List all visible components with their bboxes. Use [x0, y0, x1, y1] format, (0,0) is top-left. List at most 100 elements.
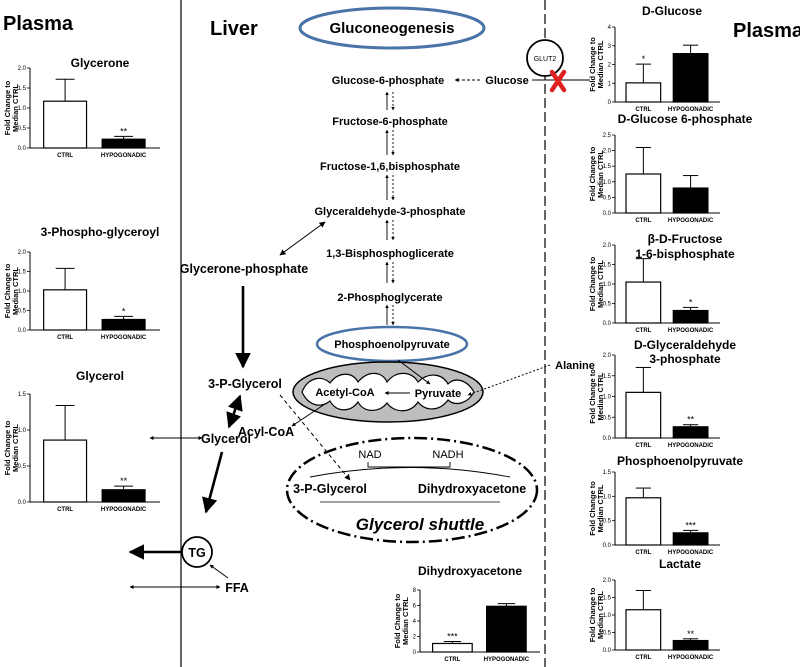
- bar-ctrl: [625, 281, 662, 324]
- y-tick-label: 0.5: [603, 195, 612, 201]
- pyruvate-label: Pyruvate: [415, 388, 461, 400]
- glucose-label: Glucose: [485, 75, 528, 87]
- bar-ctrl: [43, 289, 88, 331]
- y-tick-label: 2.0: [603, 578, 612, 584]
- y-tick-label: 2: [608, 63, 612, 69]
- x-tick-label: HYPOGONADIC: [101, 153, 147, 159]
- y-axis-label-line2: Median CTRL: [596, 484, 605, 532]
- bar-hypogonadic: [101, 138, 146, 149]
- bar-hypogonadic: [672, 187, 709, 214]
- y-tick-label: 1.5: [18, 392, 27, 398]
- bar-ctrl: [432, 642, 473, 653]
- x-tick-label: CTRL: [635, 328, 651, 334]
- y-tick-label: 0.5: [18, 464, 27, 470]
- y-tick-label: 2.5: [603, 133, 612, 139]
- significance-marker: ***: [447, 632, 458, 642]
- y-axis-label-line2: Median CTRL: [11, 424, 20, 472]
- shuttle-3-p-glycerol-label: 3-P-Glycerol: [293, 482, 367, 496]
- tg-circle: [181, 536, 213, 568]
- y-axis-label-line2: Median CTRL: [11, 84, 20, 132]
- y-tick-label: 0.0: [18, 500, 27, 506]
- x-tick-label: CTRL: [635, 550, 651, 556]
- bar-ctrl: [625, 497, 662, 546]
- y-tick-label: 0.5: [18, 309, 27, 315]
- bar-ctrl: [625, 82, 662, 103]
- y-axis-label: Fold Change toMedian CTRL: [588, 256, 605, 311]
- bar-ctrl: [625, 173, 662, 214]
- y-tick-label: 1.5: [603, 596, 612, 602]
- x-tick-label: CTRL: [57, 507, 73, 513]
- x-tick-label: CTRL: [635, 655, 651, 661]
- chart-title: Phosphoenolpyruvate: [617, 454, 743, 468]
- y-tick-label: 1.0: [18, 289, 27, 295]
- bar-hypogonadic: [486, 605, 527, 653]
- y-tick-label: 1.5: [18, 86, 27, 92]
- x-tick-label: CTRL: [635, 218, 651, 224]
- y-tick-label: 1: [608, 81, 612, 87]
- y-tick-label: 0: [413, 650, 417, 656]
- y-axis-label-line1: Fold Change to: [588, 481, 597, 536]
- fructose-6-phosphate-label: Fructose-6-phosphate: [332, 116, 448, 128]
- nadh-label: NADH: [432, 449, 463, 461]
- bar-ctrl: [625, 609, 662, 651]
- y-axis-label-line2: Median CTRL: [596, 372, 605, 420]
- y-tick-label: 4: [413, 619, 417, 625]
- y-tick-label: 0.0: [603, 436, 612, 442]
- gluconeogenesis-ellipse: [298, 6, 486, 50]
- significance-marker: **: [687, 415, 695, 425]
- 2-phosphoglycerate-label: 2-Phosphoglycerate: [337, 292, 442, 304]
- x-tick-label: CTRL: [635, 107, 651, 113]
- y-axis-label-line1: Fold Change to: [393, 593, 402, 648]
- y-tick-label: 8: [413, 588, 417, 594]
- y-tick-label: 1.0: [18, 428, 27, 434]
- acetylcoa-to-acylcoa-arrow: [291, 403, 326, 427]
- chart-title: D-Glyceraldehyde: [634, 338, 736, 352]
- ffa-label: FFA: [225, 581, 249, 595]
- glut2-label: GLUT2: [534, 56, 557, 63]
- y-axis-label: Fold Change toMedian CTRL: [3, 80, 20, 135]
- x-tick-label: HYPOGONADIC: [101, 507, 147, 513]
- y-tick-label: 1.5: [18, 270, 27, 276]
- glut2-blocked-icon: [549, 69, 567, 93]
- y-axis-label-line1: Fold Change to: [588, 369, 597, 424]
- phosphoenolpyruvate-ellipse: [315, 325, 469, 363]
- bar-hypogonadic: [672, 532, 709, 546]
- glut2-transporter-icon: [526, 39, 564, 77]
- y-axis-label: Fold Change toMedian CTRL: [3, 263, 20, 318]
- acyl-coa-label: Acyl-CoA: [238, 425, 294, 439]
- x-tick-label: HYPOGONADIC: [668, 443, 714, 449]
- y-axis-label-line1: Fold Change to: [588, 37, 597, 92]
- y-tick-label: 2.0: [603, 243, 612, 249]
- glycerol-to-tg-arrow: [202, 451, 224, 514]
- bar-ctrl: [43, 439, 88, 503]
- tg-label: TG: [188, 546, 205, 560]
- glucose-6-phosphate-label: Glucose-6-phosphate: [332, 75, 444, 87]
- x-tick-label: CTRL: [57, 153, 73, 159]
- y-tick-label: 0.5: [603, 519, 612, 525]
- x-tick-label: CTRL: [635, 443, 651, 449]
- bar-hypogonadic: [672, 309, 709, 324]
- y-tick-label: 0.0: [18, 328, 27, 334]
- glycerone-phosphate-label: Glycerone-phosphate: [180, 262, 309, 276]
- y-tick-label: 2.0: [18, 66, 27, 72]
- y-axis-label: Fold Change toMedian CTRL: [588, 146, 605, 201]
- significance-marker: **: [687, 629, 695, 639]
- y-axis-label: Fold Change toMedian CTRL: [588, 587, 605, 642]
- y-tick-label: 2: [413, 635, 417, 641]
- 3pglycerol-to-glycerol-arrow: [226, 394, 243, 429]
- y-axis-label-line1: Fold Change to: [3, 263, 12, 318]
- y-tick-label: 6: [413, 604, 417, 610]
- section-plasma-right: Plasma: [733, 20, 800, 42]
- x-tick-label: CTRL: [57, 335, 73, 341]
- x-tick-label: CTRL: [444, 657, 460, 663]
- glyceraldehyde-3-phosphate-label: Glyceraldehyde-3-phosphate: [315, 206, 466, 218]
- y-tick-label: 2.0: [603, 149, 612, 155]
- y-tick-label: 0: [608, 100, 612, 106]
- y-tick-label: 0.5: [603, 415, 612, 421]
- x-tick-label: HYPOGONADIC: [484, 657, 530, 663]
- significance-marker: *: [689, 297, 693, 307]
